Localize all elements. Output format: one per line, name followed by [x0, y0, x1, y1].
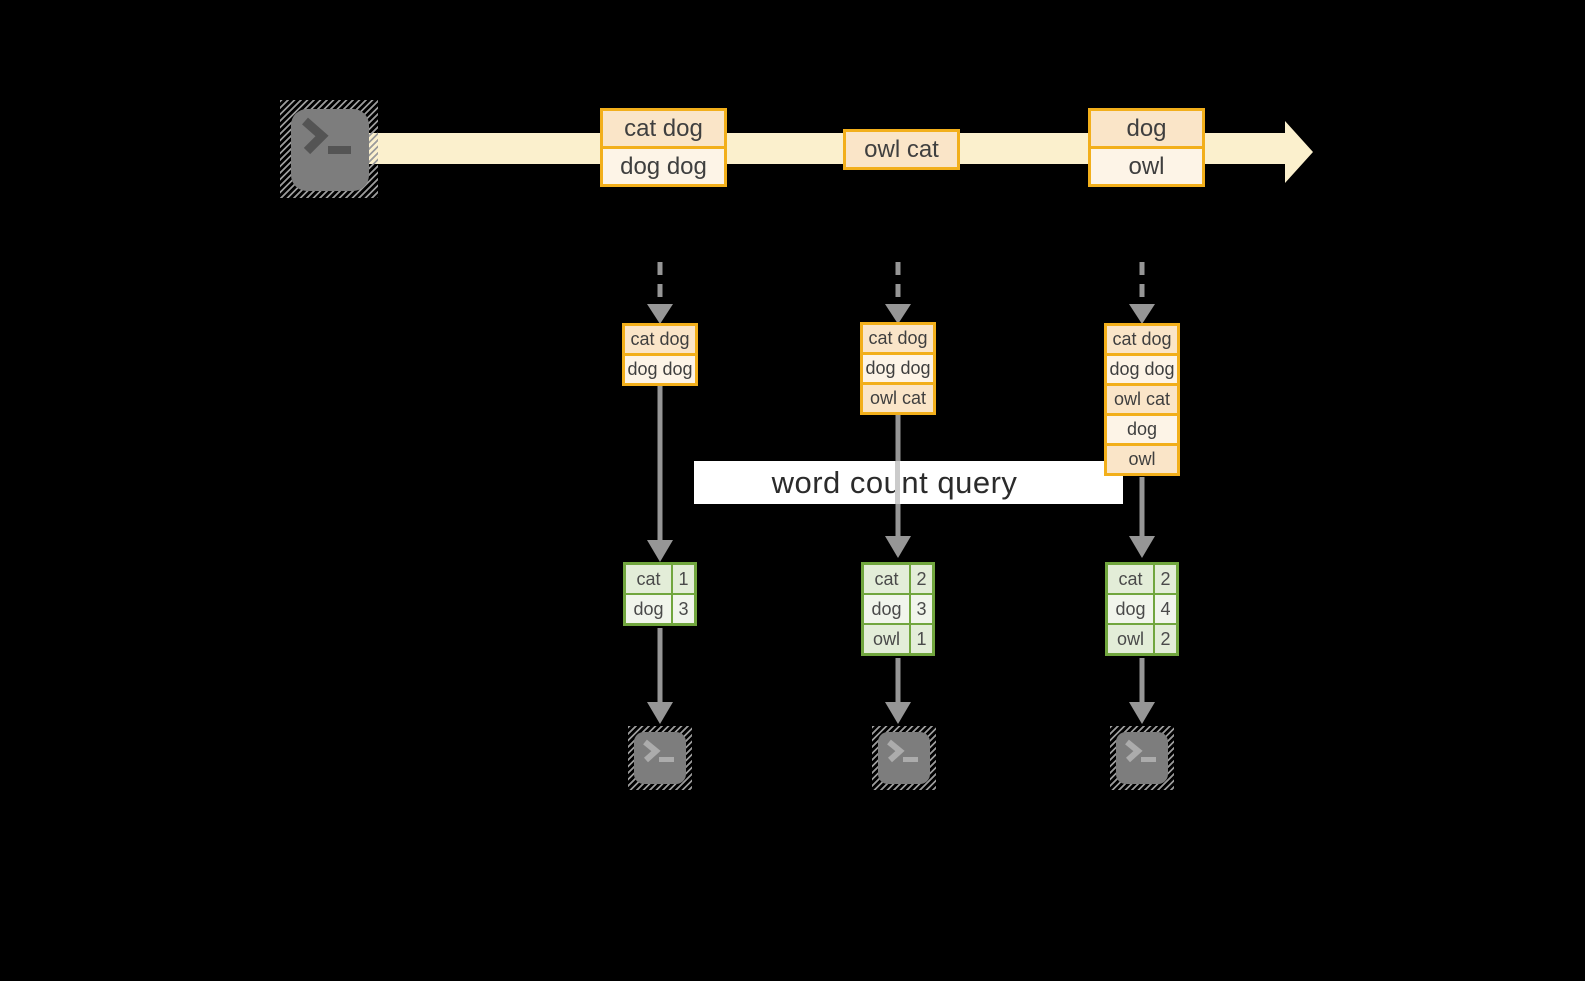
word-buffer-1: cat dog dog dog: [622, 323, 698, 386]
count-word: dog: [864, 595, 909, 623]
count-value: 4: [1155, 595, 1176, 623]
count-word: dog: [1108, 595, 1153, 623]
terminal-prompt-glyph: [887, 739, 918, 763]
count-table-1: cat 1 dog 3: [623, 562, 697, 626]
buffer-row: owl cat: [863, 385, 933, 412]
down-arrow-icon: [647, 628, 1155, 724]
count-word: cat: [626, 565, 671, 593]
buffer-row: owl: [1107, 446, 1177, 473]
count-value: 1: [911, 625, 932, 653]
count-word: cat: [864, 565, 909, 593]
stream-message-1: cat dog dog dog: [600, 108, 727, 187]
count-table-3: cat 2 dog 4 owl 2: [1105, 562, 1179, 656]
terminal-screen: [634, 732, 686, 784]
terminal-icon: [1110, 726, 1174, 790]
stream-message-row: dog dog: [603, 149, 724, 184]
query-banner-label: word count query: [771, 464, 1018, 500]
terminal-icon: [628, 726, 692, 790]
terminal-screen: [878, 732, 930, 784]
count-value: 3: [911, 595, 932, 623]
terminal-prompt-glyph: [1125, 739, 1156, 763]
word-buffer-2: cat dog dog dog owl cat: [860, 322, 936, 415]
buffer-row: owl cat: [1107, 386, 1177, 413]
stream-message-row: cat dog: [603, 111, 724, 146]
count-value: 1: [673, 565, 694, 593]
stream-message-row: dog: [1091, 111, 1202, 146]
count-word: cat: [1108, 565, 1153, 593]
count-word: owl: [1108, 625, 1153, 653]
count-word: owl: [864, 625, 909, 653]
count-value: 3: [673, 595, 694, 623]
stream-message-row: owl: [1091, 149, 1202, 184]
count-value: 2: [911, 565, 932, 593]
buffer-row: dog dog: [1107, 356, 1177, 383]
stream-message-3: dog owl: [1088, 108, 1205, 187]
down-arrow-icon: [647, 262, 1155, 324]
buffer-row: cat dog: [1107, 326, 1177, 353]
word-buffer-3: cat dog dog dog owl cat dog owl: [1104, 323, 1180, 476]
stream-message-row: owl cat: [846, 132, 957, 167]
terminal-screen: [1116, 732, 1168, 784]
buffer-row: dog dog: [863, 355, 933, 382]
buffer-row: dog: [1107, 416, 1177, 443]
terminal-screen: [291, 109, 369, 191]
count-value: 2: [1155, 625, 1176, 653]
buffer-row: cat dog: [625, 326, 695, 353]
buffer-row: dog dog: [625, 356, 695, 383]
terminal-prompt-glyph: [302, 117, 351, 155]
query-banner: word count query: [694, 461, 1123, 504]
terminal-icon: [872, 726, 936, 790]
count-word: dog: [626, 595, 671, 623]
stream-message-2: owl cat: [843, 129, 960, 170]
arrow-through-banner: [895, 461, 900, 504]
buffer-row: cat dog: [863, 325, 933, 352]
count-value: 2: [1155, 565, 1176, 593]
terminal-prompt-glyph: [643, 739, 674, 763]
terminal-icon: [280, 100, 378, 198]
right-arrow-icon: [1285, 121, 1313, 183]
count-table-2: cat 2 dog 3 owl 1: [861, 562, 935, 656]
